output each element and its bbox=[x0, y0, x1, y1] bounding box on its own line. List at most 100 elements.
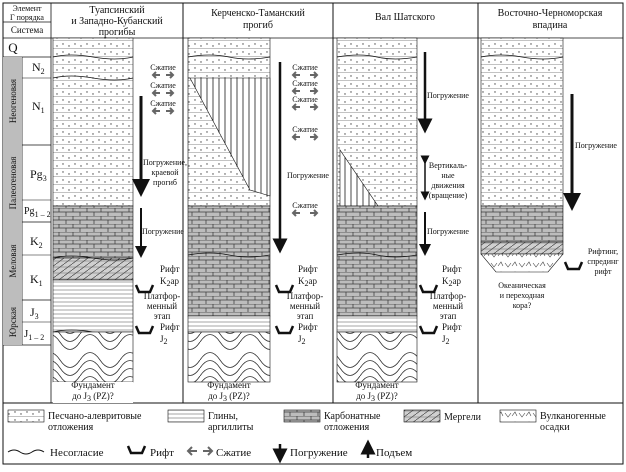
col3-rift-2: Рифт bbox=[442, 322, 462, 332]
legend-subsidence: Погружение bbox=[290, 447, 348, 459]
col3-vertical-1: Вертикаль- bbox=[429, 161, 468, 170]
label-jurassic: Юрская bbox=[8, 307, 18, 337]
col2-compression-3: Сжатие bbox=[292, 95, 318, 104]
col4-oceanic-3: кора? bbox=[513, 301, 532, 310]
col2-platform-1: Платфор- bbox=[287, 291, 324, 301]
paleogene-band bbox=[3, 145, 22, 222]
compression-icon bbox=[291, 71, 319, 79]
label-n1: N1 bbox=[32, 99, 45, 115]
header-system: Система bbox=[11, 25, 43, 35]
col2-subsidence: Погружение bbox=[287, 171, 329, 180]
stratigraphy-column: Элемент Γ порядка Система Q N2 N1 Pg3 Pg… bbox=[2, 2, 52, 404]
col2-j2: J2 bbox=[298, 334, 306, 346]
col3-subsidence: Погружение bbox=[427, 91, 469, 100]
legend-volc-2: осадки bbox=[540, 422, 570, 433]
col4-rifting-1: Рифтинг, bbox=[588, 247, 618, 256]
rift-icon bbox=[274, 284, 295, 294]
col1-platform-1: Платфор- bbox=[144, 291, 181, 301]
column-4-section: Океаническая и переходная кора? Погружен… bbox=[480, 37, 619, 310]
label-paleogene: Палеогеновая bbox=[8, 157, 18, 210]
compression-icon bbox=[151, 107, 175, 115]
col2-compression-2: Сжатие bbox=[292, 79, 318, 88]
col1-trough-2: краевой bbox=[152, 168, 180, 177]
column-1-section: Фундамент до J3 (PZ)? Сжатие Сжатие Сжат… bbox=[52, 37, 187, 403]
column-3-section: Фундамент до J3 (PZ)? Погружение Вертика… bbox=[336, 37, 469, 403]
label-j12: J1 – 2 bbox=[24, 328, 44, 342]
legend-carb-2: отложения bbox=[324, 422, 370, 433]
rift-icon bbox=[563, 261, 584, 271]
col4-rifting-3: рифт bbox=[595, 267, 612, 276]
col2-platform-2: менный bbox=[290, 301, 320, 311]
unconformity-icon bbox=[7, 449, 45, 455]
compression-icon bbox=[291, 103, 319, 111]
col2-compression-5: Сжатие bbox=[292, 201, 318, 210]
col1-k2ap: K2ap bbox=[160, 276, 179, 288]
col4-rifting-2: спрединг bbox=[587, 257, 619, 266]
rift-icon bbox=[418, 325, 439, 335]
col3-title-1: Вал Шатского bbox=[375, 12, 435, 23]
cretaceous-band bbox=[3, 222, 22, 300]
col4-oceanic-1: Океаническая bbox=[498, 281, 546, 290]
col2-wedge bbox=[189, 77, 271, 197]
col4-subsidence: Погружение bbox=[575, 141, 617, 150]
col1-subsidence: Погружение bbox=[142, 227, 184, 236]
col3-j2: J2 bbox=[442, 334, 450, 346]
label-neogene: Неогеновая bbox=[8, 79, 18, 123]
col1-foundation-2: до J3 (PZ)? bbox=[72, 391, 114, 403]
col2-rift-1: Рифт bbox=[298, 264, 318, 274]
col3-platform-3: этап bbox=[440, 311, 457, 321]
col2-foundation-1: Фундамент bbox=[207, 380, 251, 390]
col1-platform-3: этап bbox=[154, 311, 171, 321]
col4-volcanic bbox=[480, 253, 564, 273]
col3-platform-1: Платфор- bbox=[430, 291, 467, 301]
jurassic-band bbox=[3, 300, 22, 345]
col2-platform-3: этап bbox=[297, 311, 314, 321]
compression-icon bbox=[186, 446, 214, 456]
col1-compression-2: Сжатие bbox=[150, 81, 176, 90]
label-k2: K2 bbox=[30, 234, 43, 250]
col2-compression-4: Сжатие bbox=[292, 125, 318, 134]
col2-title-1: Керченско-Таманский bbox=[211, 8, 305, 19]
col2-compression-1: Сжатие bbox=[292, 63, 318, 72]
col1-rift-1: Рифт bbox=[160, 264, 180, 274]
legend-uplift: Подъем bbox=[376, 447, 412, 459]
legend-volc-1: Вулканогенные bbox=[540, 411, 606, 422]
legend-clay-2: аргиллиты bbox=[208, 422, 254, 433]
col3-foundation-1: Фундамент bbox=[355, 380, 399, 390]
compression-icon bbox=[291, 87, 319, 95]
col3-k2ap: K2ap bbox=[442, 276, 461, 288]
label-pg12: Pg1 – 2 bbox=[24, 206, 51, 219]
label-n2: N2 bbox=[32, 60, 45, 76]
legend-sand-2: отложения bbox=[48, 422, 94, 433]
header-order: Γ порядка bbox=[10, 13, 44, 22]
compression-icon bbox=[151, 89, 175, 97]
col3-platform-2: менный bbox=[433, 301, 463, 311]
col1-trough-3: прогиб bbox=[153, 178, 177, 187]
col3-foundation-2: до J3 (PZ)? bbox=[356, 391, 398, 403]
col1-title-3: прогибы bbox=[99, 27, 136, 38]
col4-title-2: впадина bbox=[533, 20, 568, 31]
col1-j2: J2 bbox=[160, 334, 168, 346]
col3-rift-1: Рифт bbox=[442, 264, 462, 274]
legend-sand-1: Песчано-алевритовые bbox=[48, 411, 142, 422]
legend-unconformity: Несогласие bbox=[50, 447, 104, 459]
col1-compression-3: Сжатие bbox=[150, 99, 176, 108]
col3-vertical-4: (вращение) bbox=[429, 191, 468, 200]
col4-oceanic-2: и переходная bbox=[500, 291, 545, 300]
col1-title-1: Туапсинский bbox=[89, 5, 145, 16]
label-cretaceous: Меловая bbox=[8, 244, 18, 277]
legend-carb-1: Карбонатные bbox=[324, 411, 381, 422]
compression-icon bbox=[151, 71, 175, 79]
neogene-band bbox=[3, 57, 22, 145]
col2-title-2: прогиб bbox=[243, 20, 273, 31]
legend-compression: Сжатие bbox=[216, 447, 251, 459]
col2-rift-2: Рифт bbox=[298, 322, 318, 332]
col2-foundation-2: до J3 (PZ)? bbox=[208, 391, 250, 403]
col1-compression-1: Сжатие bbox=[150, 63, 176, 72]
label-j3: J3 bbox=[30, 305, 39, 321]
legend: Песчано-алевритовые отложения Глины, арг… bbox=[7, 409, 606, 464]
col1-platform-2: менный bbox=[147, 301, 177, 311]
column-2-section: Фундамент до J3 (PZ)? Сжатие Сжатие Сжат… bbox=[187, 37, 329, 403]
